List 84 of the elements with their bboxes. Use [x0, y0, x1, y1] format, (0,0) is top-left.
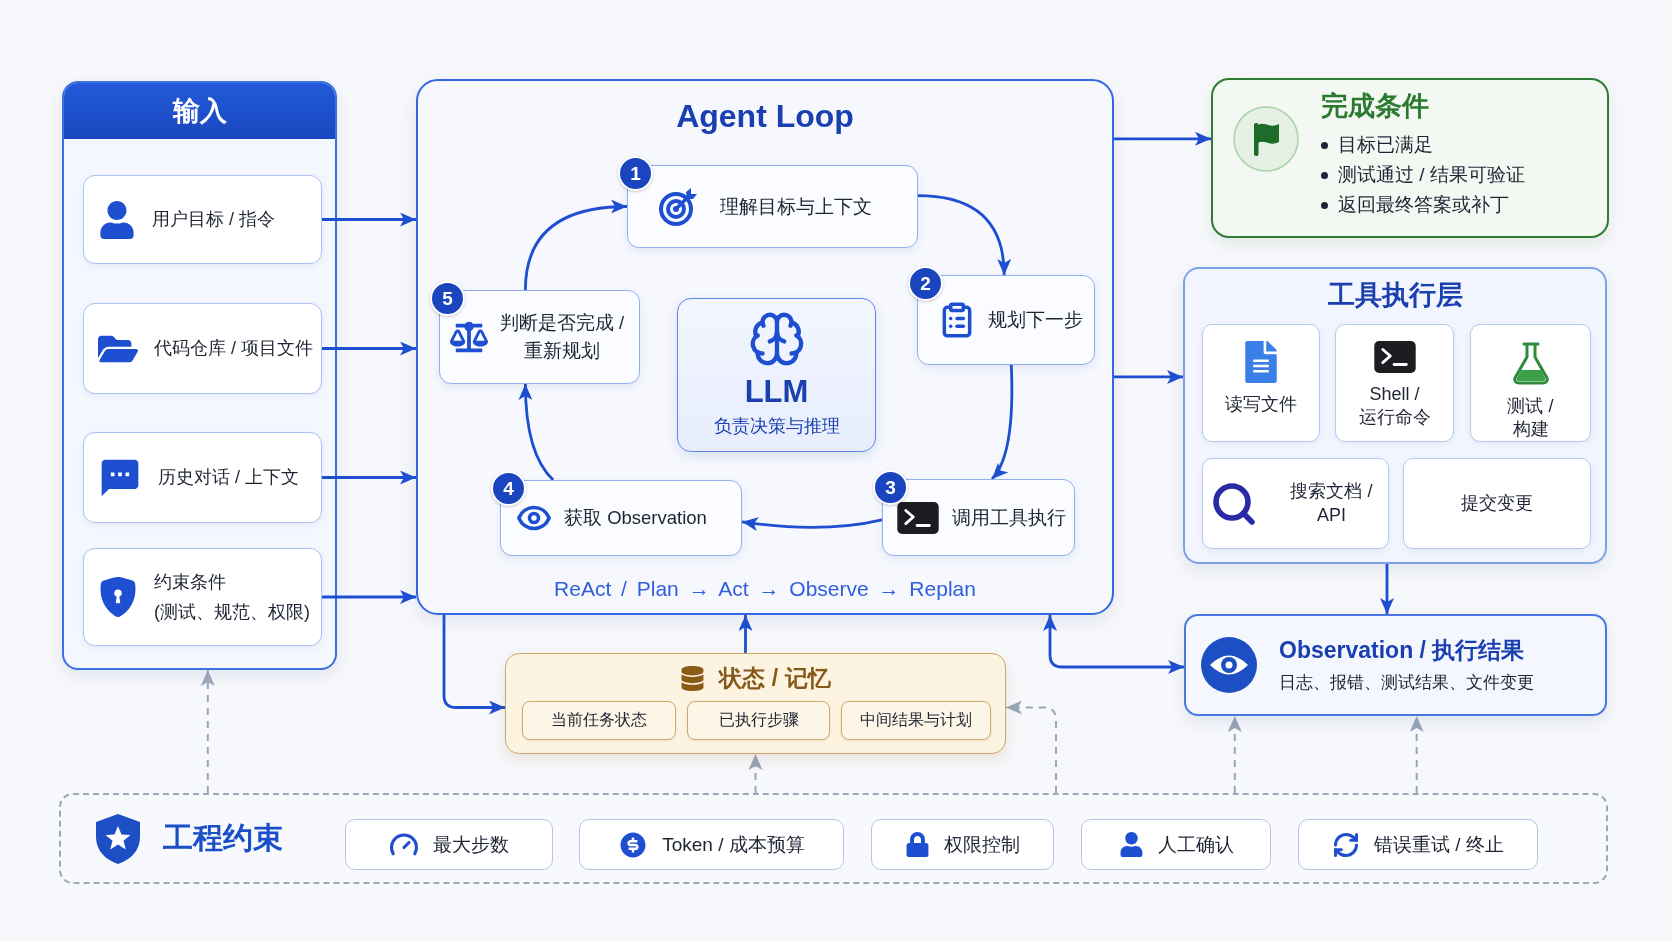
arrow — [738, 615, 753, 653]
chip-label: Token / 成本预算 — [662, 832, 805, 857]
step-label: 判断是否完成 / 重新规划 — [498, 311, 626, 363]
dashed-arrow — [1005, 700, 1057, 794]
chip-label: 权限控制 — [944, 832, 1020, 857]
chip-label: 最大步数 — [433, 832, 509, 857]
arrow — [1114, 369, 1183, 384]
tool-tile — [1403, 458, 1591, 549]
chip-label: 错误重试 / 终止 — [1374, 832, 1504, 857]
constraints-title: 工程约束 — [163, 820, 283, 856]
observation-card — [1184, 614, 1607, 716]
memory-title: 状态 / 记忆 — [719, 663, 831, 693]
arrow — [1114, 131, 1211, 146]
tool-label: 搜索文档 / API — [1289, 480, 1374, 527]
tool-label: Shell / 运行命令 — [1357, 383, 1432, 430]
arrow — [322, 341, 416, 356]
constraint-chip — [871, 819, 1054, 870]
llm-title: LLM — [744, 375, 809, 410]
bullet-item: 返回最终答案或补丁 — [1321, 189, 1509, 220]
panel-header: 输入 — [64, 83, 335, 139]
arrow — [322, 212, 416, 227]
arrow — [322, 590, 416, 604]
step-label: 理解目标与上下文 — [720, 194, 872, 219]
dashed-arrow — [200, 669, 215, 794]
tool-label: 测试 / 构建 — [1506, 395, 1555, 442]
memory-tag: 当前任务状态 — [522, 701, 676, 740]
panel-title: 工具执行层 — [1327, 279, 1463, 312]
input-card — [83, 303, 322, 394]
step-label: 获取 Observation — [564, 506, 707, 531]
memory-panel — [505, 653, 1006, 754]
memory-tag: 中间结果与计划 — [841, 701, 991, 740]
llm-card — [677, 298, 876, 452]
dashed-arrow — [1409, 715, 1424, 794]
bullet-item: 目标已满足 — [1321, 129, 1433, 160]
arrow — [741, 517, 883, 531]
arrow — [917, 194, 1011, 276]
input-label: 代码仓库 / 项目文件 — [154, 337, 313, 361]
constraint-chip — [1081, 819, 1271, 870]
step-label: 调用工具执行 — [952, 505, 1066, 530]
observation-detail: 日志、报错、测试结果、文件变更 — [1279, 672, 1534, 695]
loop-caption: ReAct / Plan → Act → Observe → Replan — [554, 577, 976, 601]
tool-layer-panel — [1183, 267, 1607, 564]
tool-tile — [1202, 458, 1389, 549]
completion-title: 完成条件 — [1321, 90, 1429, 123]
arrow — [322, 470, 416, 485]
arrow — [442, 615, 505, 715]
tool-tile — [1335, 324, 1454, 442]
dashed-arrow — [748, 753, 763, 794]
step-number: 1 — [618, 156, 653, 191]
step-number: 2 — [908, 266, 943, 301]
input-card — [83, 175, 322, 264]
arrow — [518, 383, 555, 481]
step-number: 5 — [430, 281, 465, 316]
tool-tile — [1470, 324, 1591, 442]
arrow — [524, 200, 628, 291]
input-label: 用户目标 / 指令 — [152, 208, 275, 232]
constraint-chip — [1298, 819, 1538, 870]
arrow — [990, 364, 1014, 480]
input-label: 历史对话 / 上下文 — [158, 466, 299, 490]
completion-card — [1211, 78, 1609, 238]
arrow — [1380, 564, 1394, 614]
dashed-arrow — [1227, 715, 1242, 794]
memory-tag: 已执行步骤 — [687, 701, 830, 740]
input-panel — [62, 81, 337, 670]
llm-subtitle: 负责决策与推理 — [713, 415, 840, 439]
step-number: 4 — [491, 471, 526, 506]
tool-tile — [1202, 324, 1320, 442]
double-headed-arrow — [1043, 615, 1184, 674]
chip-label: 人工确认 — [1157, 832, 1234, 857]
input-label: 约束条件 — [154, 570, 226, 594]
bullet-item: 测试通过 / 结果可验证 — [1321, 159, 1525, 190]
constraint-chip — [345, 819, 553, 870]
loop-title: Agent Loop — [676, 97, 854, 136]
step-label: 规划下一步 — [988, 308, 1083, 333]
input-label: (测试、规范、权限) — [154, 601, 310, 624]
tool-label: 读写文件 — [1225, 393, 1297, 416]
constraints-panel — [59, 793, 1608, 884]
input-card — [83, 432, 322, 523]
step-number: 3 — [873, 470, 908, 505]
input-card — [83, 548, 322, 646]
agent-loop-panel — [416, 79, 1114, 615]
constraint-chip — [579, 819, 844, 870]
observation-title: Observation / 执行结果 — [1279, 635, 1525, 665]
tool-label: 提交变更 — [1461, 491, 1533, 515]
